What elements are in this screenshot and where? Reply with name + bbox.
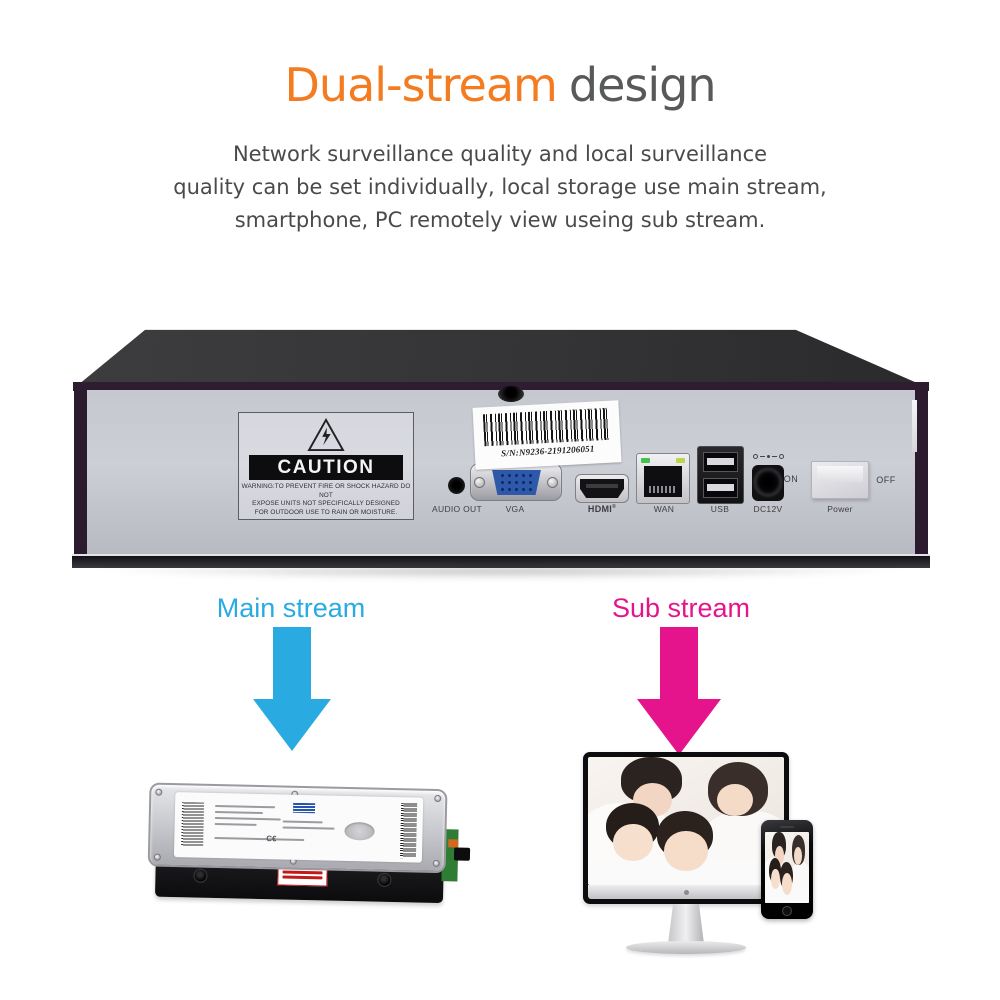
sub-stream-arrow-icon <box>637 627 721 755</box>
vga-screw-icon <box>547 477 558 488</box>
family-photo <box>765 832 809 903</box>
hdd-spindle <box>344 821 375 841</box>
phone-earpiece <box>780 826 794 828</box>
hdd-ce-mark: C€ <box>266 834 277 844</box>
title-highlight: Dual-stream <box>284 58 558 112</box>
main-stream-arrow-icon <box>253 627 331 751</box>
dc-polarity-icon <box>748 452 788 460</box>
nvr-side-notch <box>912 400 917 452</box>
power-switch <box>811 461 869 499</box>
vga-screw-icon <box>474 477 485 488</box>
barcode-icon <box>482 407 611 447</box>
power-off-label: OFF <box>876 475 896 485</box>
nvr-front-rim <box>73 382 929 391</box>
subtitle-line: smartphone, PC remotely view useing sub … <box>234 208 766 232</box>
hdd-sata-connector <box>453 847 471 861</box>
hard-disk-drive: C€ <box>146 774 471 931</box>
audio-out-label: AUDIO OUT <box>432 504 482 514</box>
wan-led-green <box>641 458 650 463</box>
vga-dsub-connector <box>492 470 541 495</box>
rj45-connector <box>644 466 682 497</box>
caution-warning-text: WARNING:TO PREVENT FIRE OR SHOCK HAZARD … <box>241 483 411 516</box>
usb-slot <box>703 452 738 472</box>
usb-ports <box>697 446 744 504</box>
wan-led-yellow <box>676 458 685 463</box>
title-rest: design <box>568 58 717 112</box>
hdd-barcode <box>399 803 418 859</box>
wan-port <box>636 453 690 504</box>
hdmi-connector <box>580 479 624 498</box>
hdd-top-plate: C€ <box>147 782 448 874</box>
monitor-screen-photo <box>588 757 784 885</box>
screw-hole <box>498 386 524 402</box>
subtitle-line: quality can be set individually, local s… <box>173 175 827 199</box>
hdd-barcode <box>181 802 205 847</box>
warning-triangle-icon <box>307 418 345 452</box>
dc12v-label: DC12V <box>753 504 783 514</box>
monitor-base <box>626 941 746 954</box>
hdmi-label: HDMI® <box>587 504 617 514</box>
audio-out-jack <box>448 477 465 494</box>
monitor-frame <box>583 752 789 904</box>
main-stream-label: Main stream <box>216 593 366 623</box>
usb-slot <box>703 478 738 498</box>
hdd-brand-logo <box>292 802 316 814</box>
nvr-top-face <box>74 329 929 388</box>
phone-screen-photo <box>765 832 809 903</box>
subtitle-line: Network surveillance quality and local s… <box>232 142 768 166</box>
nvr-shadow <box>82 568 920 580</box>
sub-stream-label: Sub stream <box>611 593 751 623</box>
dc12v-jack <box>752 465 784 501</box>
family-photo <box>588 757 784 885</box>
caution-heading: CAUTION <box>249 455 403 480</box>
phone-home-button <box>782 906 792 916</box>
usb-label: USB <box>710 504 730 514</box>
hdd-chip <box>448 839 459 848</box>
serial-number-sticker: S/N:N9236-2191206051 <box>472 400 622 470</box>
subtitle: Network surveillance quality and local s… <box>0 138 1000 237</box>
hdmi-port <box>575 474 629 503</box>
monitor-chin <box>588 885 784 899</box>
power-on-label: ON <box>783 474 799 484</box>
hdd-label: C€ <box>173 792 424 863</box>
wan-label: WAN <box>653 504 675 514</box>
caution-label: CAUTION WARNING:TO PREVENT FIRE OR SHOCK… <box>238 412 414 520</box>
desktop-monitor <box>583 752 789 954</box>
nvr-bottom-edge <box>72 554 930 568</box>
vga-label: VGA <box>505 504 525 514</box>
power-label: Power <box>827 504 853 514</box>
monitor-stand <box>668 904 704 944</box>
smartphone <box>761 820 813 919</box>
nvr-rear-panel: CAUTION WARNING:TO PREVENT FIRE OR SHOCK… <box>70 322 932 582</box>
